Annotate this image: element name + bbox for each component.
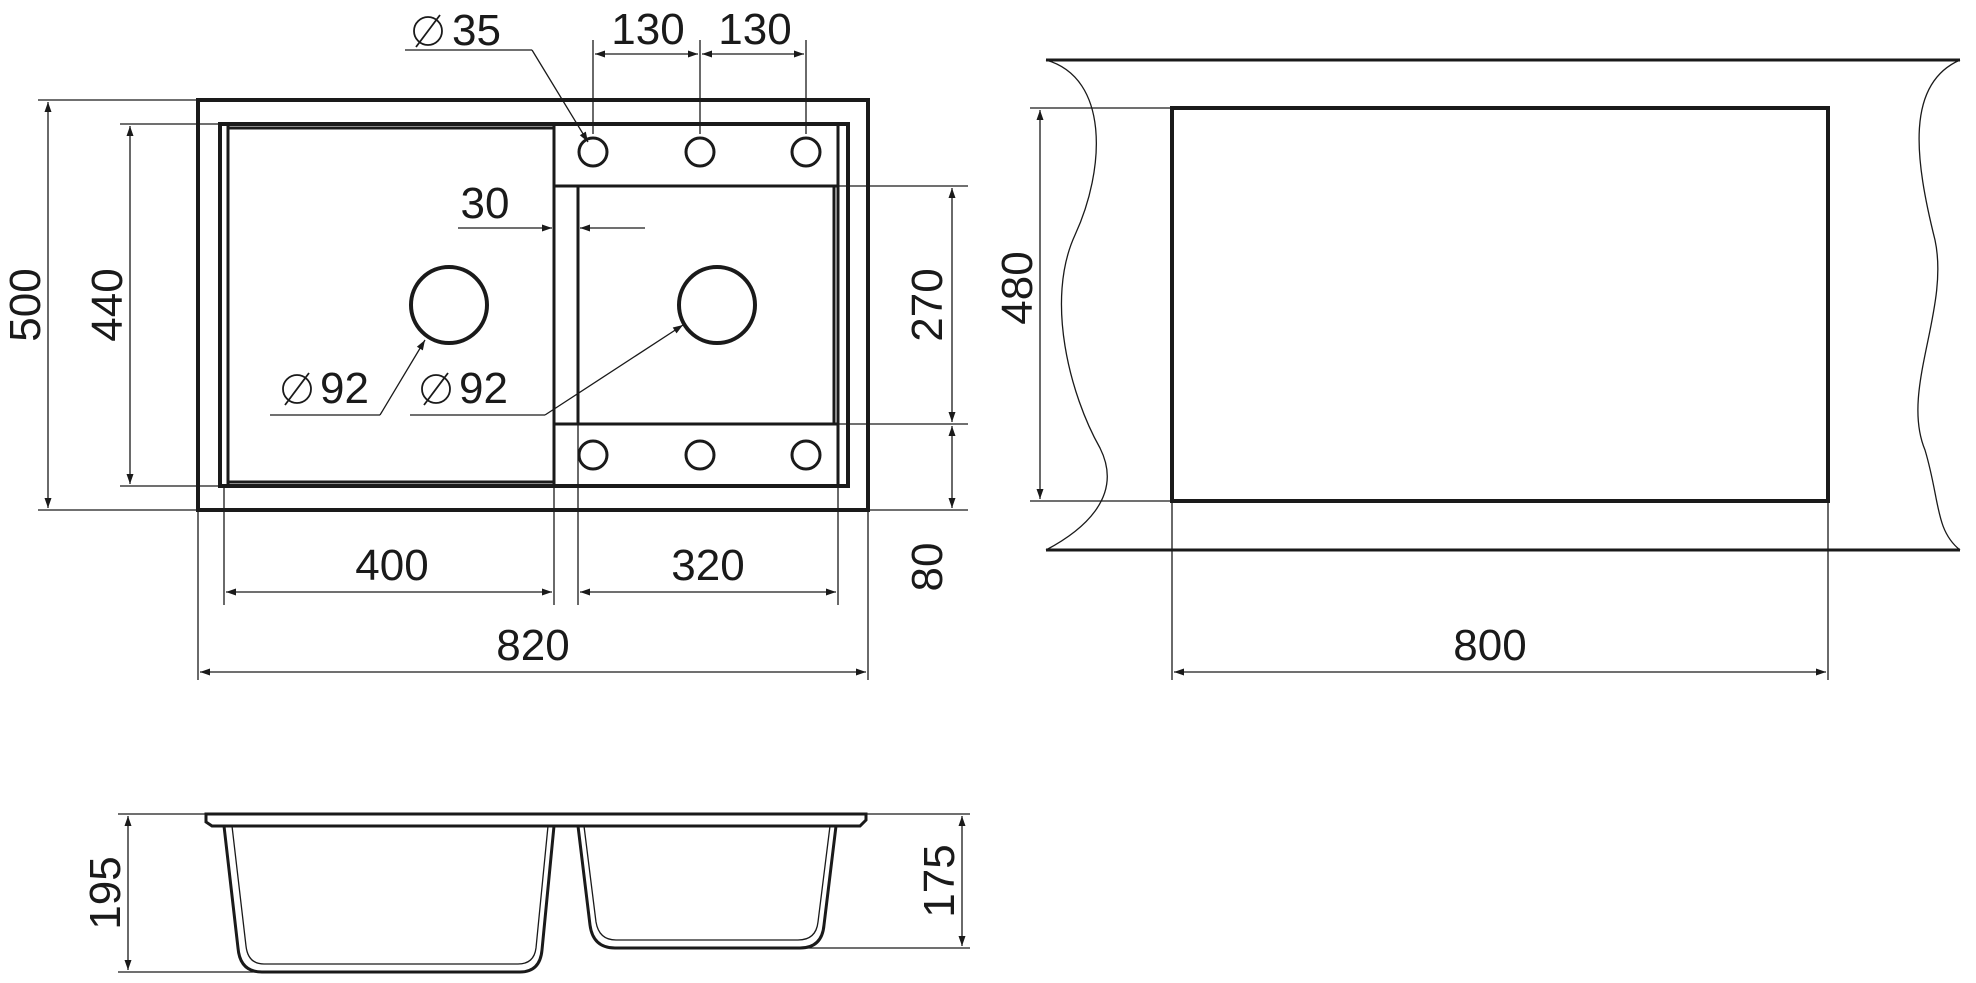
diameter-symbol-icon xyxy=(421,374,451,404)
right-bowl-outline xyxy=(576,184,836,426)
dim-92-right-label: 92 xyxy=(459,364,508,413)
top-view: 500 440 820 400 320 270 80 30 130 130 35… xyxy=(1,5,968,680)
sink-section-rim xyxy=(204,812,868,828)
section-view: 195 175 xyxy=(81,812,970,974)
dim-195-label: 195 xyxy=(81,856,130,929)
diameter-symbol-icon xyxy=(282,374,312,404)
right-bowl-section xyxy=(576,825,838,950)
dim-500-label: 500 xyxy=(1,268,50,341)
dim-130-right-label: 130 xyxy=(718,5,791,54)
tap-hole-icon xyxy=(577,439,609,471)
diameter-symbol-icon xyxy=(413,16,443,46)
drain-left-icon xyxy=(409,265,489,345)
dim-800-label: 800 xyxy=(1453,621,1526,670)
dim-400-label: 400 xyxy=(355,541,428,590)
dim-80-label: 80 xyxy=(903,543,952,592)
tap-hole-icon xyxy=(684,439,716,471)
dim-270-label: 270 xyxy=(903,268,952,341)
sink-inner-rim xyxy=(218,122,850,488)
dim-35-label: 35 xyxy=(452,6,501,55)
cutout-rect xyxy=(1170,106,1830,503)
dim-30-label: 30 xyxy=(461,179,510,228)
dim-320-label: 320 xyxy=(671,541,744,590)
drain-right-icon xyxy=(677,265,757,345)
dim-130-left-label: 130 xyxy=(611,5,684,54)
countertop-break-right xyxy=(1917,59,1961,551)
tap-hole-icon xyxy=(790,136,822,168)
tap-hole-icon xyxy=(684,136,716,168)
cutout-view: 480 800 xyxy=(993,58,1961,680)
left-bowl-section xyxy=(222,825,556,974)
sink-outer-rim xyxy=(196,98,870,512)
dim-175-label: 175 xyxy=(915,844,964,917)
dim-480-label: 480 xyxy=(993,251,1042,324)
dim-92-left-label: 92 xyxy=(320,364,369,413)
tap-hole-icon xyxy=(790,439,822,471)
tap-hole-icon xyxy=(577,136,609,168)
dim-440-label: 440 xyxy=(83,268,132,341)
dim-820-label: 820 xyxy=(496,621,569,670)
countertop-break-left xyxy=(1045,59,1108,551)
